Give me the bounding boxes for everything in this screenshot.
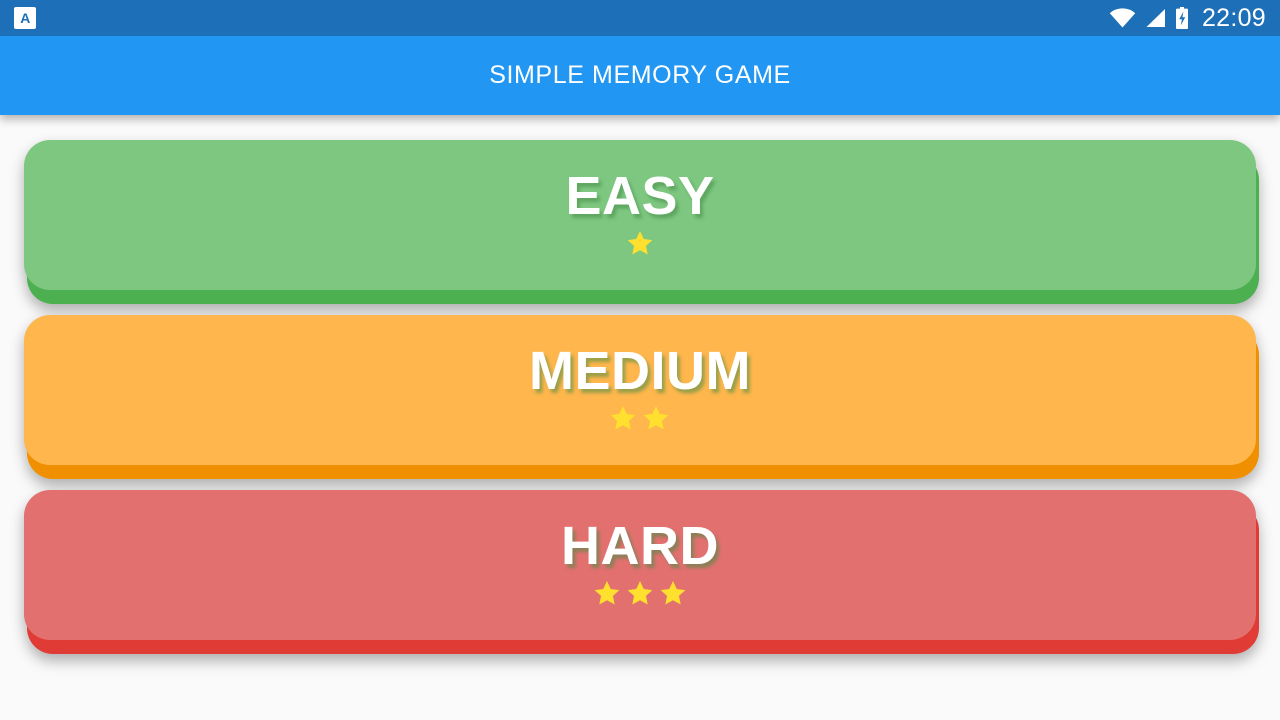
button-content: HARD [561, 518, 719, 612]
star-icon [659, 579, 687, 612]
star-icon [609, 404, 637, 437]
difficulty-button-hard[interactable]: HARD [24, 490, 1259, 654]
cellular-signal-icon [1145, 8, 1166, 28]
difficulty-button-easy[interactable]: EASY [24, 140, 1259, 304]
star-icon [593, 579, 621, 612]
wifi-icon [1109, 8, 1136, 28]
app-bar: SIMPLE MEMORY GAME [0, 36, 1280, 115]
difficulty-level-list: EASY MEDIUM HARD [0, 115, 1280, 720]
button-content: EASY [565, 168, 714, 262]
star-icon [626, 579, 654, 612]
star-rating-hard [593, 579, 687, 612]
button-content: MEDIUM [529, 343, 751, 437]
status-bar-clock: 22:09 [1201, 3, 1266, 32]
difficulty-button-medium[interactable]: MEDIUM [24, 315, 1259, 479]
battery-charging-icon [1175, 7, 1189, 29]
page-title: SIMPLE MEMORY GAME [489, 61, 791, 89]
difficulty-label-easy: EASY [565, 166, 715, 227]
app-icon: A [14, 7, 36, 29]
difficulty-label-medium: MEDIUM [529, 341, 751, 402]
star-rating-medium [609, 404, 670, 437]
difficulty-label-hard: HARD [561, 516, 719, 577]
status-bar: A 22:09 [0, 0, 1280, 36]
star-rating-easy [626, 229, 654, 262]
button-face [24, 315, 1256, 465]
status-bar-indicators: 22:09 [1109, 3, 1266, 32]
button-face [24, 490, 1256, 640]
app-icon-letter: A [20, 10, 30, 26]
star-icon [642, 404, 670, 437]
star-icon [626, 229, 654, 262]
button-face [24, 140, 1256, 290]
